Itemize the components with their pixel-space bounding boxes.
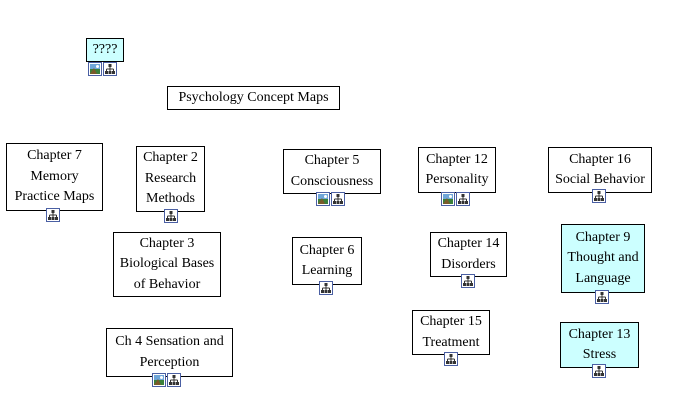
node-line: Consciousness bbox=[290, 173, 374, 189]
node-line: Disorders bbox=[441, 256, 496, 272]
submap-icon[interactable] bbox=[461, 274, 475, 288]
node-line: Chapter 5 bbox=[304, 153, 360, 168]
node-line: Stress bbox=[582, 347, 617, 362]
chapter-6-node[interactable]: Chapter 6 Learning bbox=[292, 237, 362, 285]
node-line: Chapter 16 bbox=[569, 151, 631, 167]
node-line: of Behavior bbox=[133, 276, 201, 292]
submap-icon[interactable] bbox=[319, 281, 333, 295]
chapter-14-node[interactable]: Chapter 14 Disorders bbox=[430, 232, 507, 277]
submap-icon[interactable] bbox=[103, 62, 117, 76]
title-label: Psychology Concept Maps bbox=[178, 89, 329, 105]
submap-icon[interactable] bbox=[456, 192, 470, 206]
node-line: Methods bbox=[146, 191, 195, 207]
node-line: Chapter 2 bbox=[143, 150, 198, 166]
node-line: Practice Maps bbox=[14, 189, 95, 205]
chapter-4-node[interactable]: Ch 4 Sensation and Perception bbox=[106, 328, 233, 377]
node-icons bbox=[152, 373, 181, 387]
image-icon[interactable] bbox=[441, 192, 455, 206]
submap-icon[interactable] bbox=[331, 192, 345, 206]
node-line: Memory bbox=[30, 168, 79, 184]
chapter-9-node[interactable]: Chapter 9 Thought and Language bbox=[561, 224, 645, 293]
node-icons bbox=[319, 281, 333, 295]
image-icon[interactable] bbox=[316, 192, 330, 206]
node-label: ???? bbox=[92, 41, 118, 57]
node-line: Perception bbox=[139, 354, 200, 370]
node-line: Chapter 14 bbox=[437, 236, 500, 251]
node-line: Biological Bases bbox=[119, 256, 215, 272]
chapter-5-node[interactable]: Chapter 5 Consciousness bbox=[283, 149, 381, 194]
node-line: Personality bbox=[425, 172, 489, 187]
submap-icon[interactable] bbox=[592, 364, 606, 378]
node-line: Learning bbox=[301, 263, 353, 278]
submap-icon[interactable] bbox=[164, 209, 178, 223]
submap-icon[interactable] bbox=[46, 208, 60, 222]
node-line: Chapter 13 bbox=[568, 326, 631, 342]
node-icons bbox=[461, 274, 475, 288]
node-line: Social Behavior bbox=[555, 172, 645, 187]
node-line: Chapter 6 bbox=[299, 242, 355, 258]
node-icons bbox=[592, 189, 606, 203]
node-icons bbox=[444, 352, 458, 366]
node-icons bbox=[592, 364, 606, 378]
chapter-2-node[interactable]: Chapter 2 Research Methods bbox=[136, 146, 205, 212]
node-line: Research bbox=[144, 170, 197, 186]
chapter-16-node[interactable]: Chapter 16 Social Behavior bbox=[548, 147, 652, 193]
submap-icon[interactable] bbox=[167, 373, 181, 387]
node-icons bbox=[88, 62, 117, 76]
node-icons bbox=[441, 192, 470, 206]
node-line: Chapter 3 bbox=[139, 235, 195, 251]
unknown-concept-node[interactable]: ???? bbox=[86, 38, 124, 62]
submap-icon[interactable] bbox=[592, 189, 606, 203]
node-line: Chapter 7 bbox=[27, 148, 82, 164]
title-node[interactable]: Psychology Concept Maps bbox=[167, 86, 340, 110]
node-line: Language bbox=[575, 270, 631, 286]
node-line: Chapter 15 bbox=[420, 314, 482, 329]
node-line: Ch 4 Sensation and bbox=[115, 334, 224, 349]
chapter-12-node[interactable]: Chapter 12 Personality bbox=[418, 147, 496, 193]
chapter-7-node[interactable]: Chapter 7 Memory Practice Maps bbox=[6, 143, 103, 211]
chapter-15-node[interactable]: Chapter 15 Treatment bbox=[412, 310, 490, 355]
image-icon[interactable] bbox=[152, 373, 166, 387]
chapter-3-node[interactable]: Chapter 3 Biological Bases of Behavior bbox=[113, 232, 221, 297]
chapter-13-node[interactable]: Chapter 13 Stress bbox=[560, 322, 639, 368]
image-icon[interactable] bbox=[88, 62, 102, 76]
node-line: Treatment bbox=[422, 334, 480, 350]
node-line: Thought and bbox=[567, 250, 639, 266]
node-line: Chapter 12 bbox=[426, 151, 488, 167]
node-icons bbox=[316, 192, 345, 206]
node-line: Chapter 9 bbox=[575, 229, 631, 245]
submap-icon[interactable] bbox=[595, 290, 609, 304]
submap-icon[interactable] bbox=[444, 352, 458, 366]
node-icons bbox=[595, 290, 609, 304]
node-icons bbox=[164, 209, 178, 223]
node-icons bbox=[46, 208, 60, 222]
